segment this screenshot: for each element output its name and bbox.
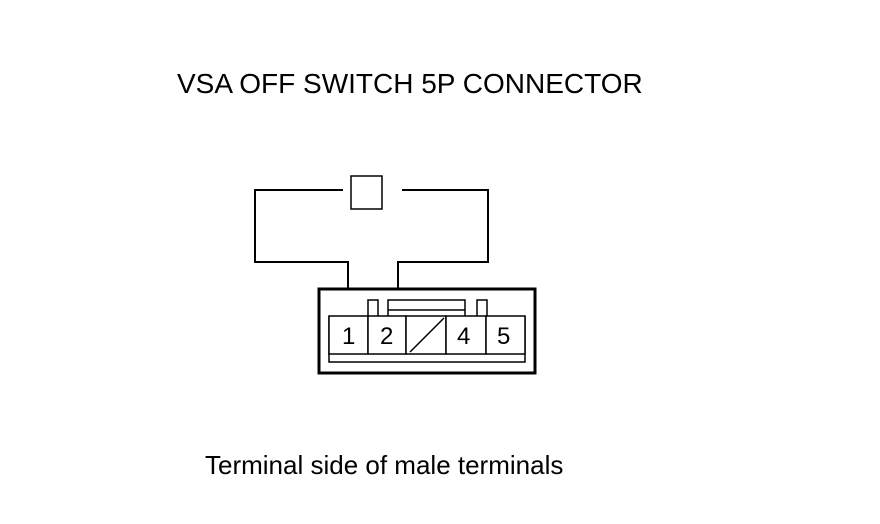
connector-key-strip	[367, 299, 379, 316]
connector-key-bridge	[387, 299, 466, 316]
terminal-label-5: 5	[497, 323, 510, 350]
terminal-cavity-1	[328, 315, 369, 355]
wire-left	[254, 189, 349, 315]
wire-right	[397, 189, 489, 315]
connector-key-right	[476, 299, 488, 316]
terminal-cavity-2	[367, 315, 407, 355]
wiring-loop	[254, 189, 489, 315]
terminal-cavity-5	[485, 315, 526, 355]
component-box-icon	[350, 175, 383, 210]
terminal-label-4: 4	[457, 323, 470, 350]
diagram-title: VSA OFF SWITCH 5P CONNECTOR	[177, 68, 643, 99]
diagram-caption: Terminal side of male terminals	[205, 450, 564, 480]
terminal-cavity-4	[445, 315, 487, 355]
terminal-label-1: 1	[342, 323, 355, 350]
terminal-label-2: 2	[380, 323, 393, 350]
empty-terminal-slash	[409, 317, 445, 353]
